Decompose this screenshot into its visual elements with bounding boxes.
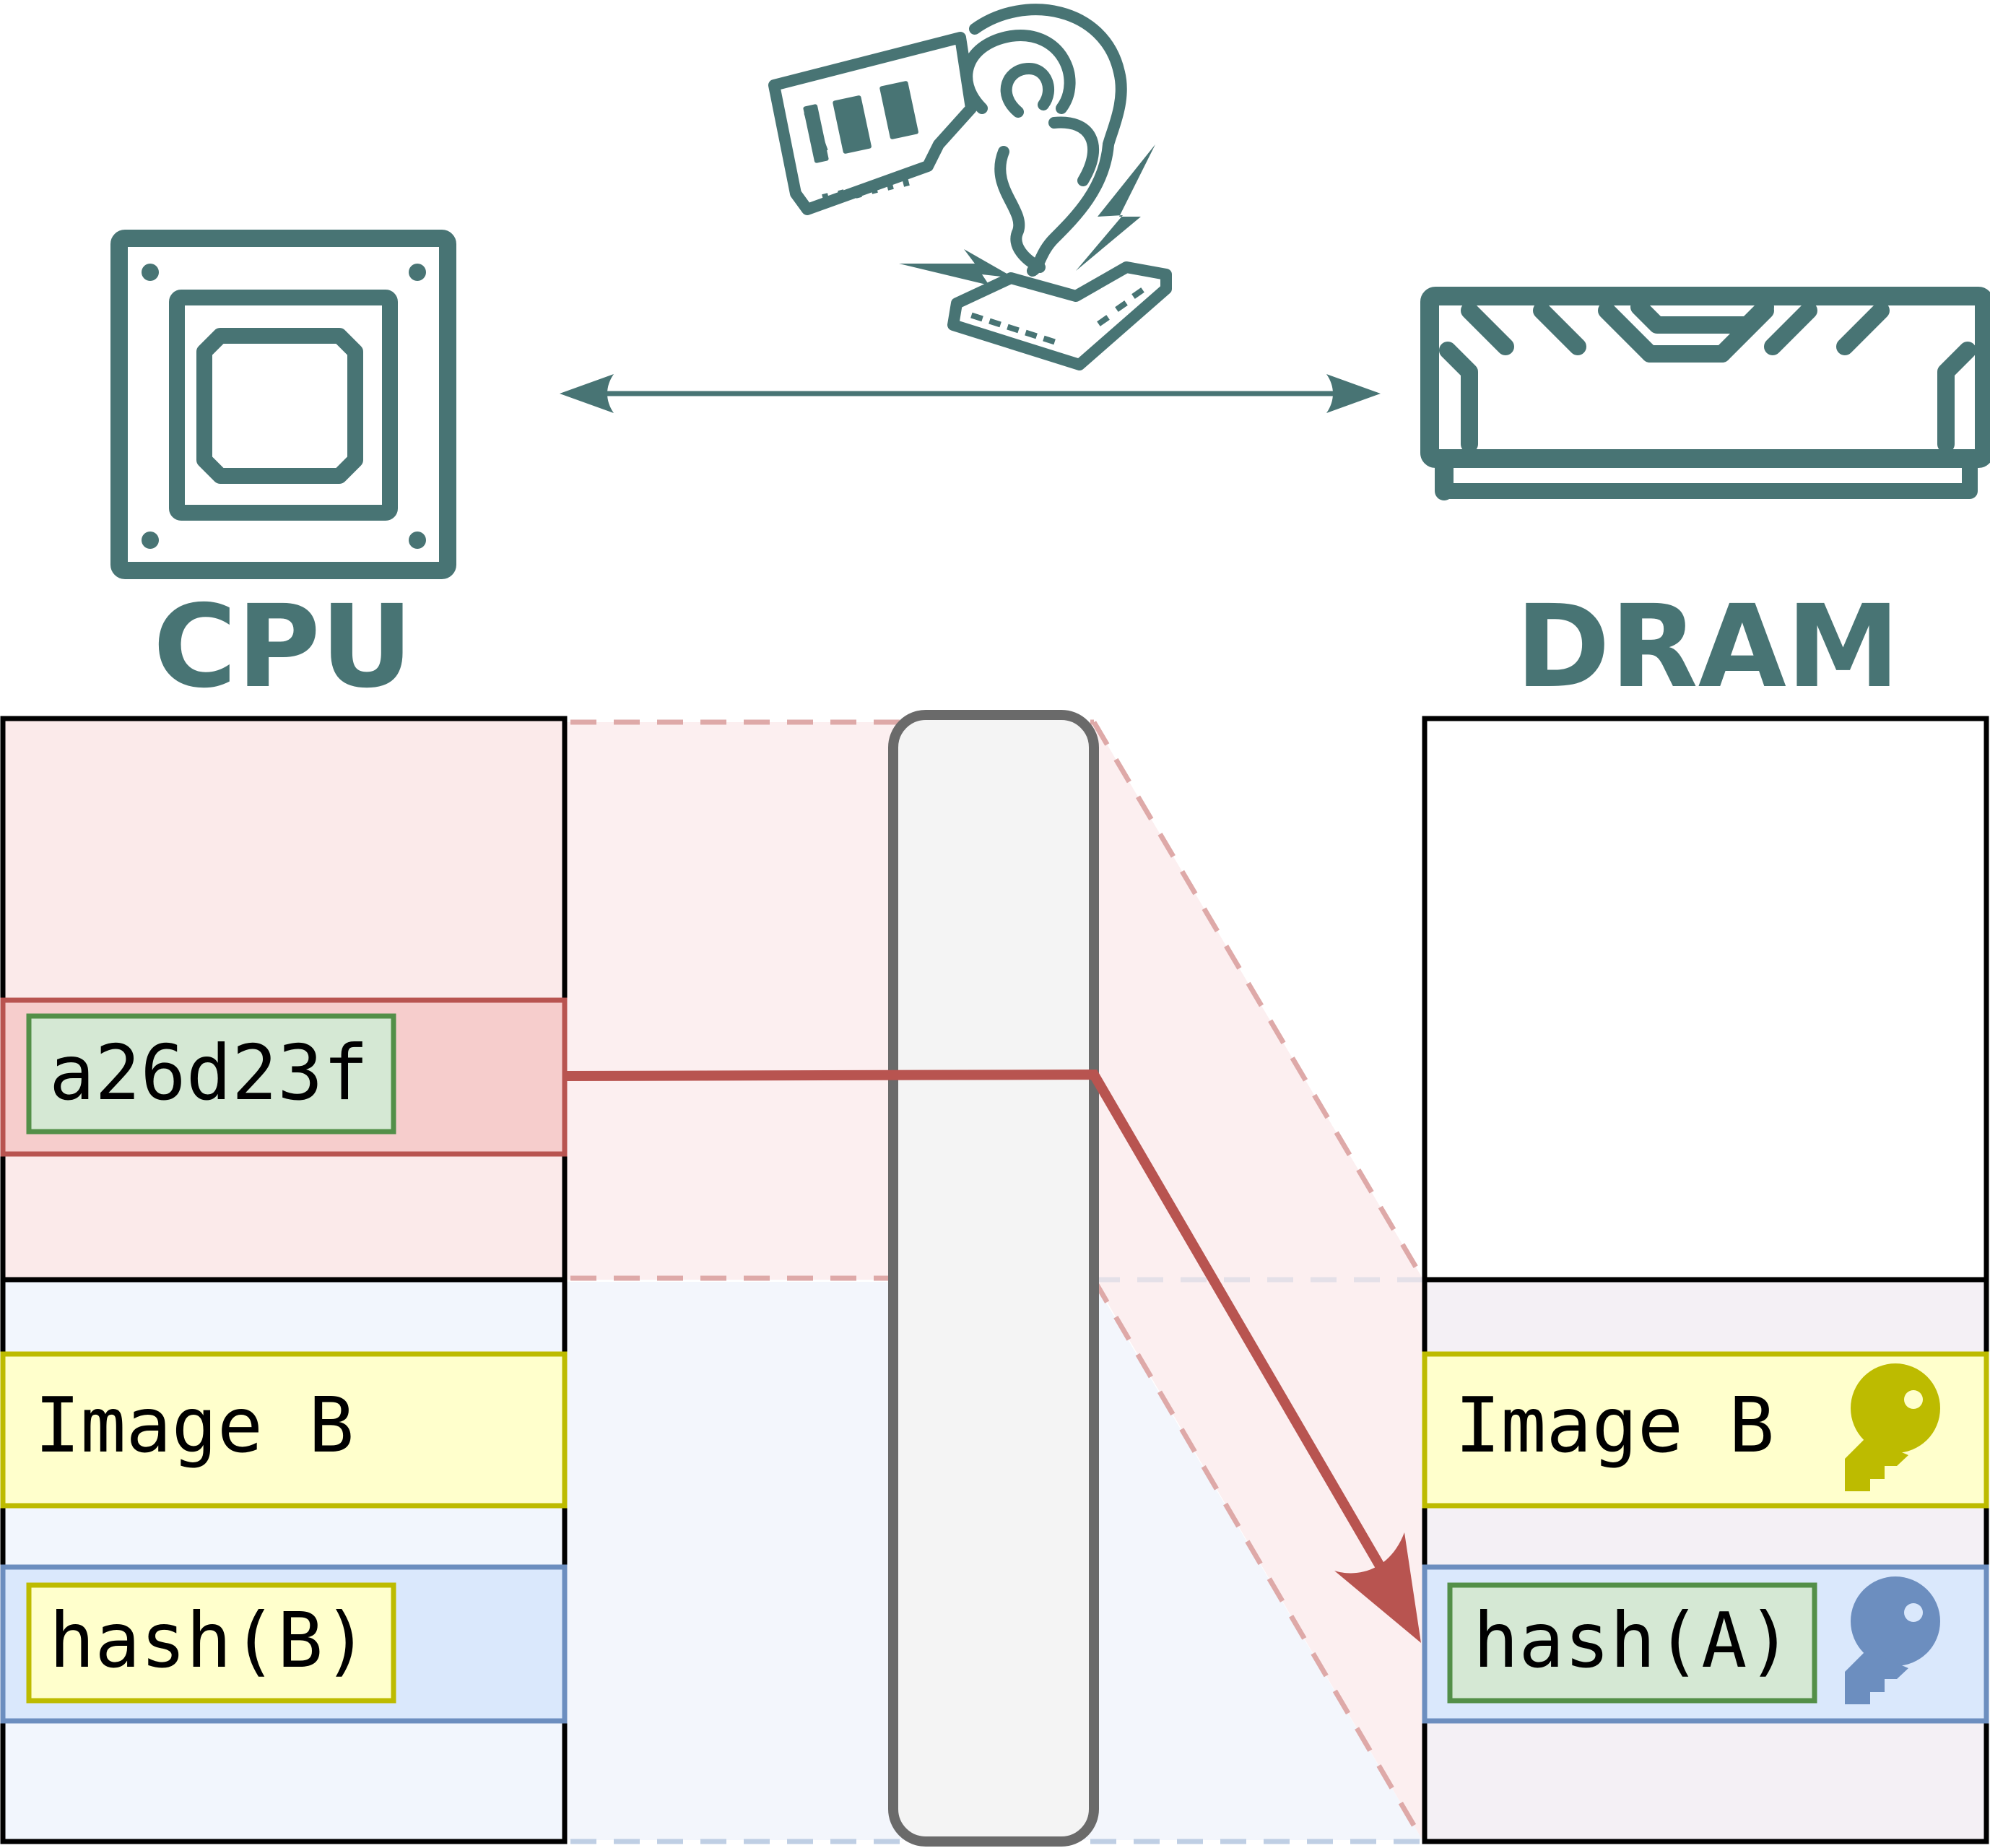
- dram-module-icon: [1420, 287, 1990, 500]
- cpu-hash-box: [26, 1582, 396, 1704]
- redirect-arrow-head: [1334, 1532, 1421, 1643]
- dram-image-text: Image B: [1455, 1381, 1775, 1470]
- cpu-value-text: a26d23f: [49, 1029, 369, 1117]
- key-icon: [1845, 1576, 1940, 1704]
- memory-bus: [888, 710, 1099, 1847]
- ram-goat-attacker-icon: [768, 4, 1172, 370]
- cpu-image-text: Image B: [35, 1381, 355, 1470]
- red-mapping-zone: [565, 722, 1422, 1840]
- key-icon: [1845, 1363, 1940, 1491]
- redirect-arrow-line: [565, 1069, 1386, 1570]
- mapping-guides: [570, 719, 1425, 1844]
- bidirectional-bus-arrow-icon: [560, 374, 1381, 413]
- dram-hash-text: hash(A): [1473, 1597, 1793, 1685]
- dram-label: DRAM: [1516, 581, 1900, 713]
- dram-hash-box: [1447, 1582, 1817, 1704]
- cpu-hash-text: hash(B): [49, 1597, 369, 1685]
- cpu-chip-pins: [142, 264, 426, 549]
- cpu-chip-icon: [110, 230, 456, 579]
- cpu-label: CPU: [153, 581, 413, 713]
- cpu-value-box: [26, 1013, 396, 1135]
- cpu-image-row: [0, 1351, 568, 1509]
